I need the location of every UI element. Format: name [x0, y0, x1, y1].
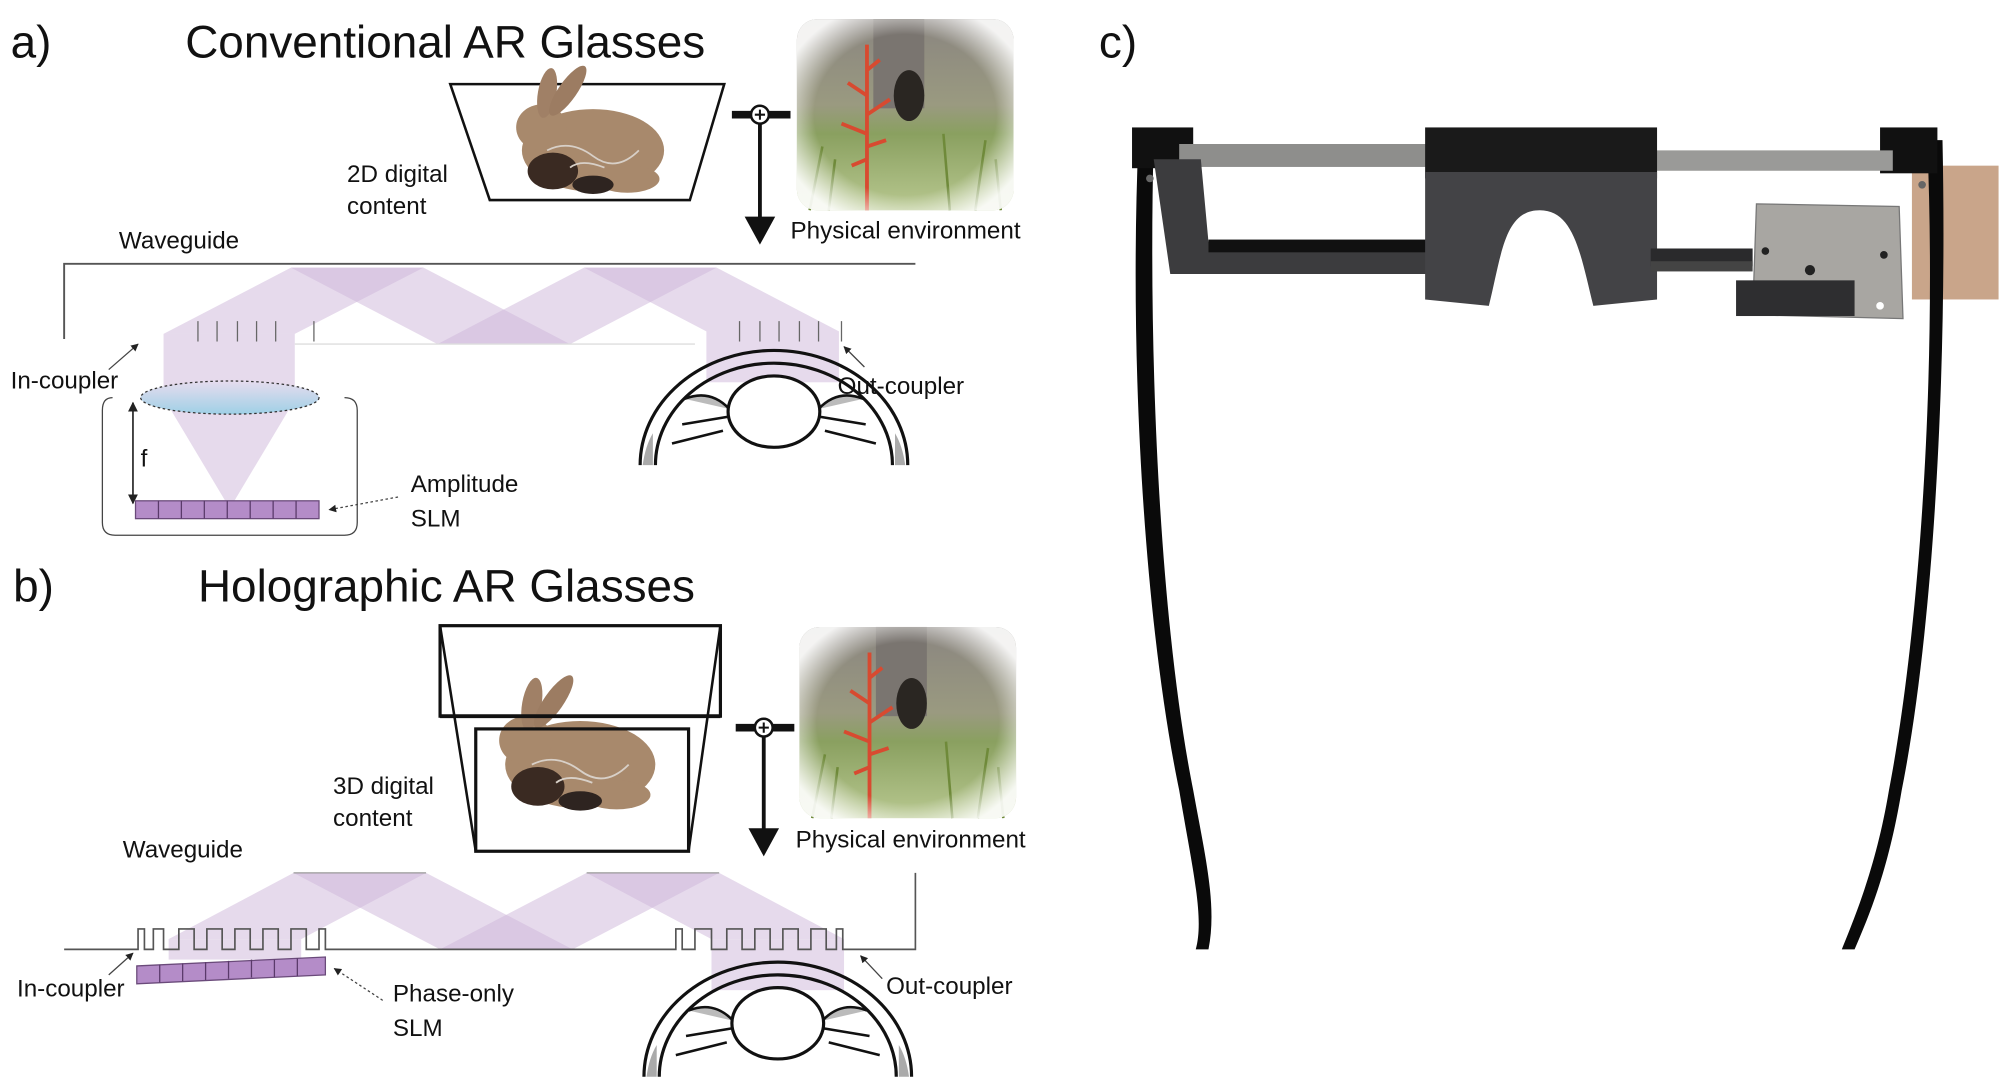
slm-pointer-b — [333, 967, 384, 1001]
waveguide-label-b: Waveguide — [123, 837, 243, 864]
phase-only-slm — [136, 956, 327, 985]
3d-content-frustum — [438, 624, 723, 853]
content-label-a-2: content — [347, 193, 427, 220]
gratings-b — [64, 872, 917, 951]
waveguide-b — [64, 872, 917, 991]
panel-c: c) — [1099, 15, 1999, 950]
in-coupler-label-b: In-coupler — [17, 976, 125, 1003]
physical-environment-photo — [794, 17, 1016, 213]
in-coupler-label-a: In-coupler — [11, 368, 119, 395]
combine-arrow-icon — [731, 104, 791, 245]
focal-bracket — [101, 396, 358, 536]
environment-label-a: Physical environment — [791, 217, 1021, 244]
slm-label-a-1: Amplitude — [411, 471, 519, 498]
amplitude-slm — [134, 500, 320, 520]
panel-b: b) Holographic AR Glasses 3D digital con… — [13, 559, 1026, 1079]
slm-pointer-a — [328, 496, 399, 513]
waveguide-label-a: Waveguide — [119, 227, 239, 254]
2d-content-frame — [448, 60, 726, 202]
panel-a: a) Conventional AR Glasses 2D digital co… — [11, 15, 1021, 536]
out-coupler-grating-a — [738, 321, 843, 342]
content-label-a-1: 2D digital — [347, 161, 448, 188]
physical-environment-photo — [797, 625, 1018, 821]
environment-label-b: Physical environment — [796, 826, 1026, 853]
panel-c-label: c) — [1099, 15, 1137, 67]
lens — [139, 380, 320, 415]
bunny-image — [515, 60, 665, 195]
holographic-glasses-photo — [1132, 127, 1999, 950]
in-coupler-pointer-a — [108, 343, 139, 371]
panel-a-title: Conventional AR Glasses — [185, 15, 705, 67]
focal-label: f — [141, 445, 148, 472]
panel-b-label: b) — [13, 559, 54, 611]
left-temple — [1135, 140, 1212, 950]
in-coupler-grating-a — [197, 321, 315, 342]
slm-label-b-2: SLM — [393, 1015, 443, 1042]
right-temple — [1841, 140, 1944, 950]
combine-arrow-icon — [735, 717, 795, 857]
in-coupler-pointer-b — [108, 952, 134, 976]
panel-a-label: a) — [11, 15, 52, 67]
slm-label-a-2: SLM — [411, 505, 461, 532]
panel-b-title: Holographic AR Glasses — [198, 559, 695, 611]
skin-background — [1911, 165, 1999, 300]
out-coupler-pointer-b — [860, 955, 883, 980]
out-coupler-pointer-a — [843, 346, 865, 368]
content-label-b-2: content — [333, 805, 413, 832]
content-label-b-1: 3D digital — [333, 773, 434, 800]
out-coupler-label-b: Out-coupler — [886, 973, 1012, 1000]
slm-label-b-1: Phase-only — [393, 981, 515, 1008]
